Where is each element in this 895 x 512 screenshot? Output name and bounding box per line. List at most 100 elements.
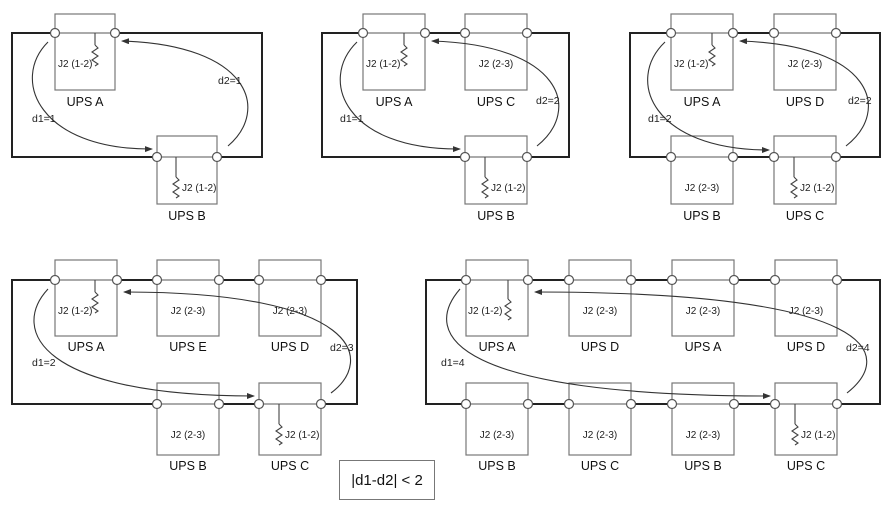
- d2-path-arrow: [123, 289, 352, 394]
- ups-unit: J2 (1-2) UPS C: [768, 135, 842, 223]
- resistor-icon: [400, 44, 408, 67]
- ups-unit: J2 (2-3) UPS B: [151, 382, 225, 473]
- ups-name: UPS A: [376, 95, 413, 109]
- d1-label: d1=1: [32, 113, 56, 125]
- ups-unit: J2 (2-3) UPS D: [769, 259, 843, 354]
- ups-name: UPS A: [479, 340, 516, 354]
- resistor-icon: [91, 291, 99, 314]
- j2-label: J2 (1-2): [468, 306, 502, 317]
- ups-unit: J2 (1-2) UPS C: [253, 382, 327, 473]
- ups-box: [464, 13, 528, 91]
- ups-name: UPS B: [684, 459, 722, 473]
- ups-unit: J2 (2-3) UPS D: [253, 259, 327, 354]
- d1-path-arrow: [339, 41, 461, 153]
- ups-name: UPS A: [685, 340, 722, 354]
- d2-label: d2=4: [846, 342, 870, 354]
- ups-unit: J2 (1-2) UPS B: [459, 135, 533, 223]
- d2-label: d2=2: [536, 95, 560, 107]
- j2-label: J2 (1-2): [58, 306, 92, 317]
- j2-label: J2 (1-2): [366, 59, 400, 70]
- diagram-config-8: J2 (1-2) UPS A J2 (2-3) UPS D J2 (2-3) U…: [425, 259, 881, 473]
- d2-path-arrow: [121, 38, 249, 147]
- j2-label: J2 (1-2): [285, 430, 319, 441]
- ups-name: UPS C: [477, 95, 515, 109]
- resistor-icon: [790, 176, 798, 199]
- ups-box: [464, 135, 528, 205]
- bus-loop: [629, 32, 881, 158]
- d2-label: d2=1: [218, 75, 242, 87]
- ups-name: UPS A: [67, 95, 104, 109]
- ups-name: UPS A: [68, 340, 105, 354]
- j2-label: J2 (2-3): [686, 430, 720, 441]
- ups-unit: J2 (2-3) UPS E: [151, 259, 225, 354]
- j2-label: J2 (1-2): [58, 59, 92, 70]
- j2-label: J2 (2-3): [273, 306, 307, 317]
- j2-label: J2 (2-3): [789, 306, 823, 317]
- j2-label: J2 (2-3): [583, 306, 617, 317]
- ups-name: UPS C: [786, 209, 824, 223]
- j2-label: J2 (2-3): [171, 306, 205, 317]
- j2-label: J2 (2-3): [788, 59, 822, 70]
- ups-unit: J2 (2-3) UPS D: [563, 259, 637, 354]
- j2-label: J2 (2-3): [685, 183, 719, 194]
- ups-box: [362, 13, 426, 91]
- ups-name: UPS B: [168, 209, 206, 223]
- ups-name: UPS D: [581, 340, 619, 354]
- diagram-config-2: J2 (1-2) UPS A J2 (1-2) UPS B d1=1 d2=1: [11, 13, 263, 223]
- d2-path-arrow: [534, 289, 868, 394]
- j2-label: J2 (2-3): [479, 59, 513, 70]
- resistor-icon: [791, 423, 799, 446]
- resistor-icon: [481, 176, 489, 199]
- resistor-icon: [504, 298, 512, 321]
- d1-label: d1=1: [340, 113, 364, 125]
- bus-loop: [321, 32, 570, 158]
- d2-label: d2=2: [848, 95, 872, 107]
- ups-name: UPS B: [683, 209, 721, 223]
- j2-label: J2 (2-3): [686, 306, 720, 317]
- bus-loop: [11, 32, 263, 158]
- terminal: [151, 151, 163, 163]
- d2-label: d2=3: [330, 342, 354, 354]
- j2-label: J2 (1-2): [801, 430, 835, 441]
- ups-name: UPS B: [478, 459, 516, 473]
- ups-unit: J2 (1-2) UPS A: [460, 259, 534, 354]
- ups-unit: J2 (1-2) UPS C: [769, 382, 843, 473]
- j2-label: J2 (1-2): [182, 183, 216, 194]
- terminal: [211, 151, 223, 163]
- d1-label: d1=4: [441, 357, 465, 369]
- j2-label: J2 (1-2): [674, 59, 708, 70]
- diagram-config-5: J2 (1-2) UPS A J2 (2-3) UPS E J2 (2-3) U…: [11, 259, 358, 473]
- ups-unit: J2 (2-3) UPS B: [665, 135, 739, 223]
- resistor-icon: [275, 423, 283, 446]
- ups-name: UPS D: [271, 340, 309, 354]
- resistor-icon: [708, 44, 716, 67]
- ups-name: UPS B: [477, 209, 515, 223]
- diagram-config-3: J2 (1-2) UPS A J2 (2-3) UPS C J2 (1-2) U…: [321, 13, 570, 223]
- ups-unit: J2 (2-3) UPS D: [768, 13, 842, 109]
- d2-path-arrow: [431, 38, 560, 147]
- ups-name: UPS C: [271, 459, 309, 473]
- rule-formula: |d1-d2| < 2: [339, 460, 435, 500]
- ups-unit: J2 (1-2) UPS A: [49, 13, 121, 109]
- ups-unit: J2 (2-3) UPS B: [666, 382, 740, 473]
- d1-label: d1=2: [32, 357, 56, 369]
- ups-unit: J2 (1-2) UPS B: [151, 135, 223, 223]
- d1-label: d1=2: [648, 113, 672, 125]
- d1-path-arrow: [446, 288, 771, 399]
- j2-label: J2 (1-2): [800, 183, 834, 194]
- ups-name: UPS D: [786, 95, 824, 109]
- ups-unit: J2 (1-2) UPS A: [357, 13, 431, 109]
- ups-unit: J2 (2-3) UPS C: [459, 13, 533, 109]
- ups-unit: J2 (2-3) UPS B: [460, 382, 534, 473]
- ups-name: UPS B: [169, 459, 207, 473]
- terminal: [109, 27, 121, 39]
- resistor-icon: [172, 176, 180, 199]
- ups-name: UPS C: [787, 459, 825, 473]
- d1-path-arrow: [647, 41, 770, 153]
- ups-name: UPS E: [169, 340, 207, 354]
- j2-label: J2 (2-3): [583, 430, 617, 441]
- terminal: [49, 27, 61, 39]
- ups-unit: J2 (2-3) UPS C: [563, 382, 637, 473]
- ups-name: UPS C: [581, 459, 619, 473]
